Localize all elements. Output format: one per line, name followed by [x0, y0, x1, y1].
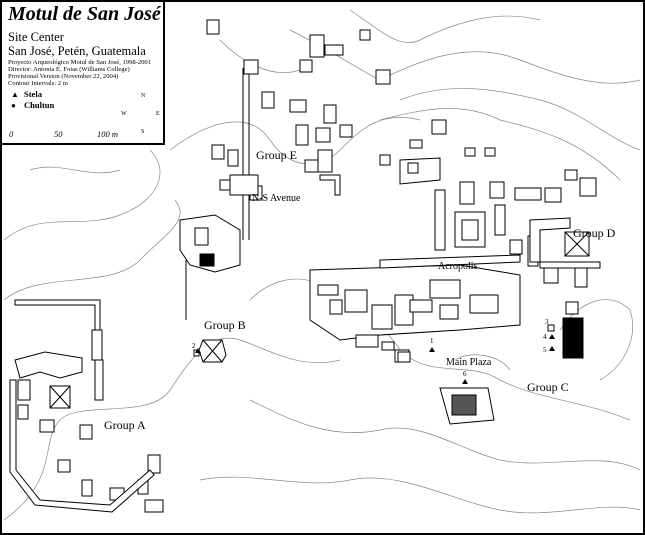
- label-group-e: Group E: [256, 148, 297, 162]
- label-acropolis: Acropolis: [438, 261, 478, 272]
- label-group-d: Group D: [573, 226, 616, 240]
- scale-end: 100 m: [97, 129, 119, 139]
- credit-project: Proyecto Arqueológico Motul de San José,…: [8, 59, 152, 66]
- stela-number-5: 5: [543, 346, 547, 354]
- main-plaza-structures: [397, 351, 495, 425]
- credit-version: Provisional Version (November 22, 2004): [8, 73, 119, 80]
- legend-chultun-label: Chultun: [24, 100, 55, 110]
- map-subtitle-location: San José, Petén, Guatemala: [8, 44, 146, 58]
- map-legend: Motul de San José Site Center San José, …: [2, 2, 165, 145]
- compass-w: W: [121, 111, 127, 117]
- compass-s: S: [141, 129, 145, 135]
- credit-director: Director: Antonia E. Foias (Williams Col…: [8, 66, 130, 73]
- acropolis-structures: [309, 254, 521, 363]
- group-e-plaza: [179, 214, 241, 273]
- chultun-legend-icon: ●: [11, 101, 16, 110]
- scale-zero: 0: [9, 129, 14, 139]
- map-title: Motul de San José: [8, 3, 161, 25]
- label-group-c: Group C: [527, 380, 569, 394]
- label-group-a: Group A: [104, 418, 146, 432]
- label-main-plaza: Main Plaza: [446, 357, 492, 368]
- group-d-structures: [529, 217, 601, 269]
- compass-n: N: [141, 93, 146, 99]
- credit-contour: Contour Intervals: 2 m: [8, 80, 68, 87]
- stela-number-2: 2: [192, 342, 196, 350]
- label-group-b: Group B: [204, 318, 246, 332]
- stela-markers: [195, 334, 555, 384]
- stela-number-4: 4: [543, 333, 547, 341]
- legend-stela-label: Stela: [24, 89, 42, 99]
- stela-number-1: 1: [430, 337, 434, 345]
- group-c-structures: [547, 301, 584, 359]
- scale-mid: 50: [54, 129, 63, 139]
- group-e-structures: [206, 19, 391, 201]
- group-a-structures: [9, 299, 164, 513]
- stela-number-3: 3: [545, 318, 549, 326]
- north-south-avenue: [185, 68, 250, 320]
- label-ns-avenue: N-S Avenue: [252, 193, 301, 204]
- map-subtitle-site: Site Center: [8, 30, 64, 44]
- stela-legend-icon: ▲: [11, 90, 19, 99]
- stela-number-6: 6: [463, 370, 467, 378]
- compass-e: E: [156, 111, 160, 117]
